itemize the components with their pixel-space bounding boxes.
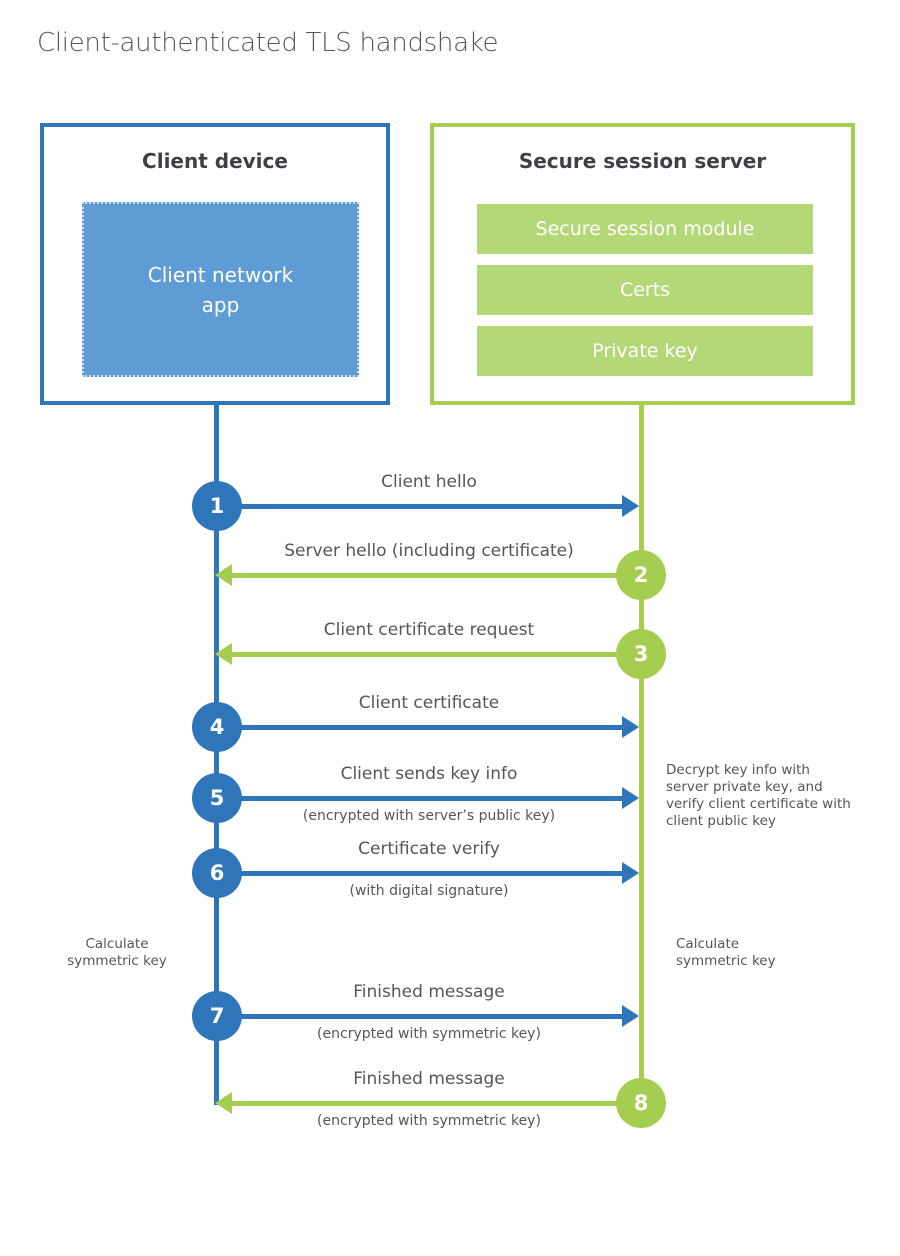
server-decrypt-note: Decrypt key info with server private key… [666,762,851,829]
server-calculate-key-note: Calculate symmetric key [676,936,776,969]
step-7-badge: 7 [192,991,242,1041]
message-label: Finished message [353,982,505,1002]
step-3-badge: 3 [616,629,666,679]
message-label: Certificate verify [358,839,500,859]
arrow-head-right-icon [622,716,639,738]
client-device-header: Client device [142,149,288,173]
client-network-app-label: Client network app [147,262,294,317]
arrow-line [232,573,641,578]
client-device-box: Client device Client network app [40,123,390,405]
step-2-badge: 2 [616,550,666,600]
step-4-badge: 4 [192,702,242,752]
client-lifeline [214,405,219,1105]
message-sublabel: (with digital signature) [349,883,509,899]
arrow-line [217,504,622,509]
secure-session-server-header: Secure session server [518,149,767,173]
client-calculate-key-note: Calculate symmetric key [67,936,167,969]
page-title: Client-authenticated TLS handshake [37,28,499,58]
message-label: Client sends key info [340,764,518,784]
arrow-head-right-icon [622,1005,639,1027]
secure-session-server-box: Secure session server Secure session mod… [430,123,855,405]
arrow-head-left-icon [215,564,232,586]
client-network-app-rect: Client network app [82,202,359,377]
message-sublabel: (encrypted with symmetric key) [317,1113,541,1129]
server-module-certs: Certs [477,265,813,315]
arrow-line [217,871,622,876]
arrow-head-right-icon [622,495,639,517]
step-1-badge: 1 [192,481,242,531]
message-label: Client certificate [358,693,500,713]
step-6-badge: 6 [192,848,242,898]
message-label: Client certificate request [323,620,535,640]
message-sublabel: (encrypted with server’s public key) [302,808,556,824]
step-5-badge: 5 [192,773,242,823]
message-label: Finished message [353,1069,505,1089]
server-module-secure-session: Secure session module [477,204,813,254]
arrow-line [217,1014,622,1019]
arrow-line [217,725,622,730]
server-module-private-key: Private key [477,326,813,376]
arrow-head-left-icon [215,1092,232,1114]
message-label: Server hello (including certificate) [284,541,574,561]
server-lifeline [639,405,644,1103]
step-8-badge: 8 [616,1078,666,1128]
arrow-line [232,652,641,657]
arrow-head-right-icon [622,787,639,809]
message-label: Client hello [381,472,477,492]
arrow-line [217,796,622,801]
arrow-head-right-icon [622,862,639,884]
message-sublabel: (encrypted with symmetric key) [317,1026,541,1042]
arrow-head-left-icon [215,643,232,665]
arrow-line [232,1101,641,1106]
